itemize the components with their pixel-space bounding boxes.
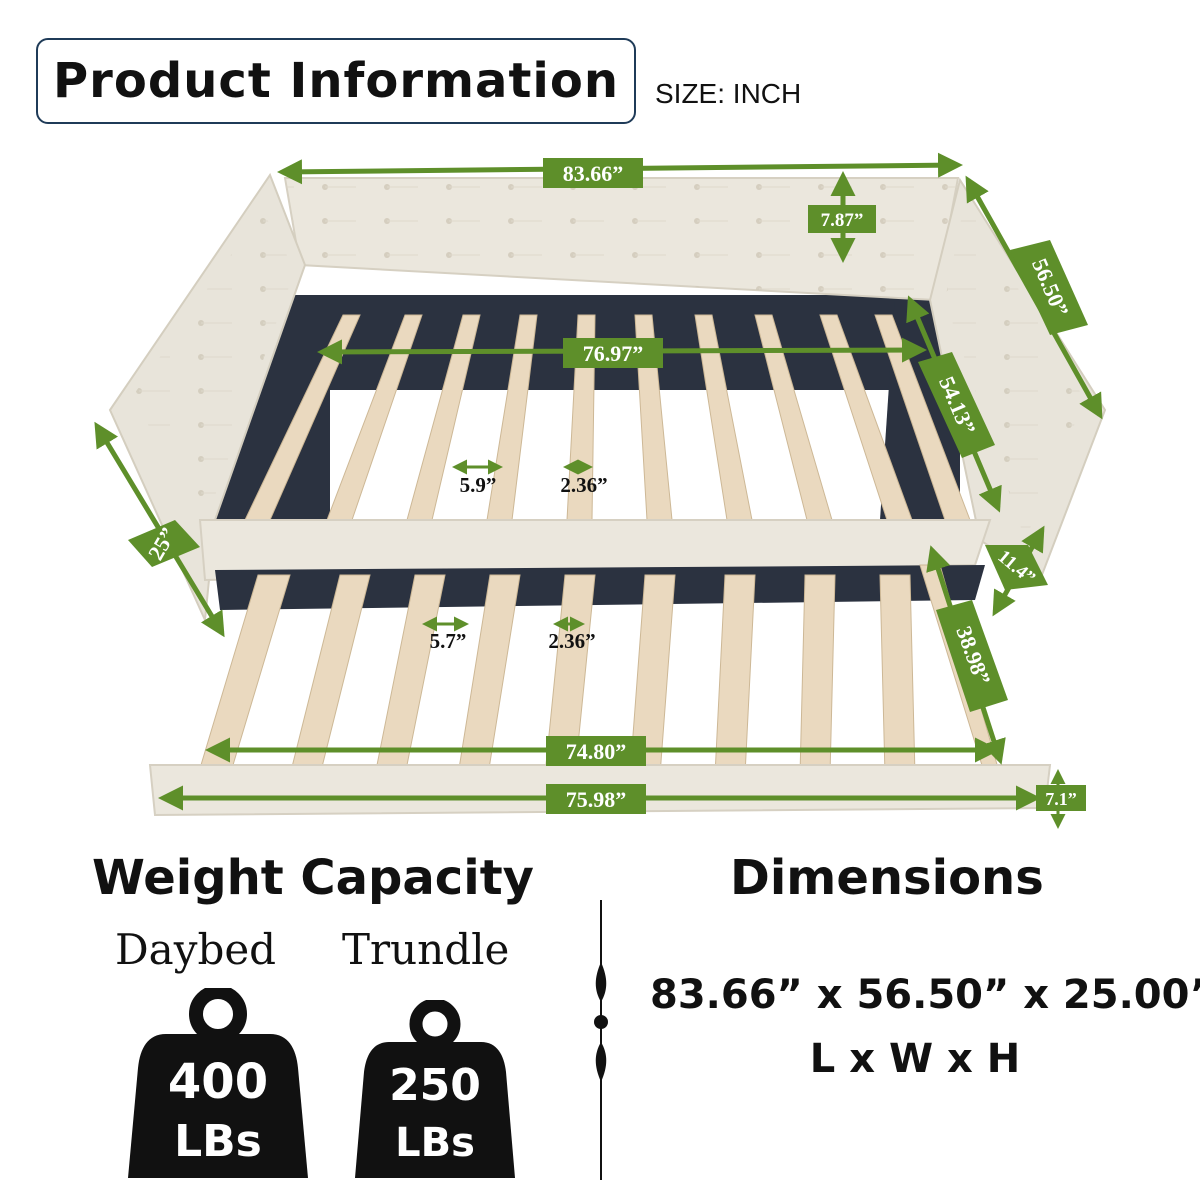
trundle-weight-unit: LBs [395, 1120, 475, 1166]
trundle-weight-value: 250 [389, 1060, 481, 1111]
daybed-weight-icon: 400 LBs [128, 988, 308, 1178]
trundle-shadow [215, 565, 985, 610]
label-total-length: 83.66” [563, 161, 624, 186]
dimensions-value: 83.66” x 56.50” x 25.00” [650, 972, 1200, 1018]
label-slat-width-top: 2.36” [560, 473, 607, 497]
trundle-weight-icon: 250 LBs [355, 1000, 515, 1178]
daybed-weight-value: 400 [168, 1054, 268, 1110]
label-back-height: 7.87” [821, 210, 864, 231]
label-inner-length: 76.97” [583, 341, 644, 366]
daybed-label: Daybed [115, 925, 277, 974]
daybed-weight-unit: LBs [174, 1116, 262, 1167]
size-unit-note: SIZE: INCH [655, 78, 802, 109]
label-trundle-height: 7.1” [1045, 789, 1077, 809]
label-trundle-inner-length: 74.80” [566, 739, 627, 764]
label-slat-gap-top: 5.9” [460, 473, 497, 497]
label-trundle-length: 75.98” [566, 787, 627, 812]
section-divider [594, 900, 608, 1180]
trundle-slats [197, 574, 916, 776]
inner-left-panel [210, 295, 330, 520]
dimensions-heading: Dimensions [730, 850, 1044, 906]
title-box: Product Information [36, 38, 636, 124]
daybed-diagram: 83.66” 7.87” 56.50” 76.97” 54.13” 25” 5.… [94, 152, 1107, 829]
trundle-label: Trundle [342, 925, 510, 974]
label-slat-gap-trundle: 5.7” [430, 629, 467, 653]
label-slat-width-trundle: 2.36” [548, 629, 595, 653]
weight-capacity-heading: Weight Capacity [92, 850, 534, 906]
dimensions-axes: L x W x H [809, 1036, 1021, 1082]
page-title: Product Information [53, 53, 619, 109]
